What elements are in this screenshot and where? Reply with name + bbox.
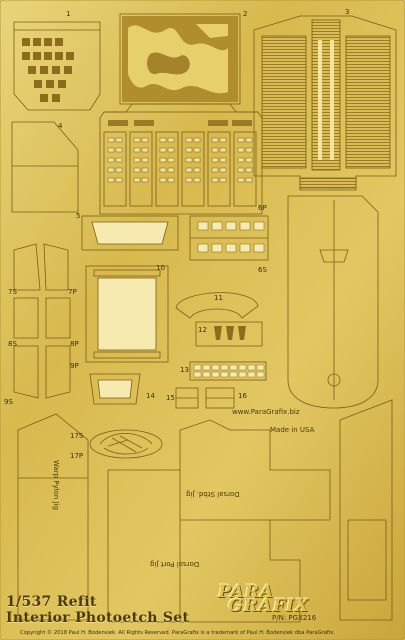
part-label-7p: 7P bbox=[68, 288, 77, 296]
part-label-12: 12 bbox=[198, 326, 207, 334]
part-12 bbox=[195, 321, 263, 347]
part-label-13: 13 bbox=[180, 366, 189, 374]
part-10 bbox=[85, 265, 169, 363]
part-label-3: 3 bbox=[345, 8, 350, 16]
scale-title: 1/537 Refit bbox=[6, 594, 97, 610]
set-title: Interior Photoetch Set bbox=[6, 610, 190, 626]
part-label-17s: 17S bbox=[70, 432, 84, 440]
part-3 bbox=[253, 15, 397, 191]
part-8 bbox=[13, 297, 71, 339]
copyright-text: Copyright © 2018 Paul H. Bodensiek. All … bbox=[20, 630, 335, 636]
part-14 bbox=[89, 373, 141, 405]
dorsal-jigs bbox=[107, 419, 331, 623]
part-6 bbox=[189, 215, 269, 261]
part-label-15: 15 bbox=[166, 394, 175, 402]
part-label-11: 11 bbox=[214, 294, 223, 302]
part-2 bbox=[104, 13, 258, 113]
part-4 bbox=[11, 121, 79, 213]
part-11 bbox=[175, 292, 259, 319]
part-9 bbox=[13, 345, 71, 399]
part-label-10: 10 bbox=[156, 264, 165, 272]
website-text: www.ParaGrafix.biz bbox=[232, 408, 300, 416]
warp-pylon-jig bbox=[17, 413, 89, 621]
part-label-6p: 6P bbox=[258, 204, 267, 212]
brand-logo-line2: GRAFIX bbox=[228, 596, 310, 616]
part-label-5: 5 bbox=[76, 212, 81, 220]
part-label-14: 14 bbox=[146, 392, 155, 400]
part-16 bbox=[205, 387, 235, 409]
part-number-text: P/N: PGX216 bbox=[272, 614, 317, 622]
part-label-4: 4 bbox=[58, 122, 63, 130]
part-label-9s: 9S bbox=[4, 398, 13, 406]
part-2-grid bbox=[99, 111, 263, 215]
part-label-6s: 6S bbox=[258, 266, 267, 274]
dorsal-port-jig-label: Dorsal Port Jig bbox=[150, 560, 200, 568]
warp-pylon-jig-label: Warp Pylon Jig bbox=[52, 460, 60, 511]
right-angled-jig bbox=[339, 399, 393, 621]
made-in-text: Made in USA bbox=[270, 426, 315, 434]
part-label-1: 1 bbox=[66, 10, 71, 18]
part-label-8p: 8P bbox=[70, 340, 79, 348]
dorsal-stbd-jig-label: Dorsal Stbd. Jig bbox=[186, 490, 240, 498]
part-15 bbox=[175, 387, 199, 409]
part-13 bbox=[189, 361, 267, 381]
part-1 bbox=[13, 21, 101, 111]
part-5 bbox=[81, 215, 179, 251]
part-label-9p: 9P bbox=[70, 362, 79, 370]
part-17 bbox=[89, 429, 163, 459]
part-label-2: 2 bbox=[243, 10, 248, 18]
part-3-body bbox=[287, 195, 379, 409]
part-label-16: 16 bbox=[238, 392, 247, 400]
part-7 bbox=[13, 243, 69, 291]
part-label-8s: 8S bbox=[8, 340, 17, 348]
brand-logo-line1: PARA bbox=[218, 582, 275, 602]
part-label-7s: 7S bbox=[8, 288, 17, 296]
part-label-17p: 17P bbox=[70, 452, 84, 460]
